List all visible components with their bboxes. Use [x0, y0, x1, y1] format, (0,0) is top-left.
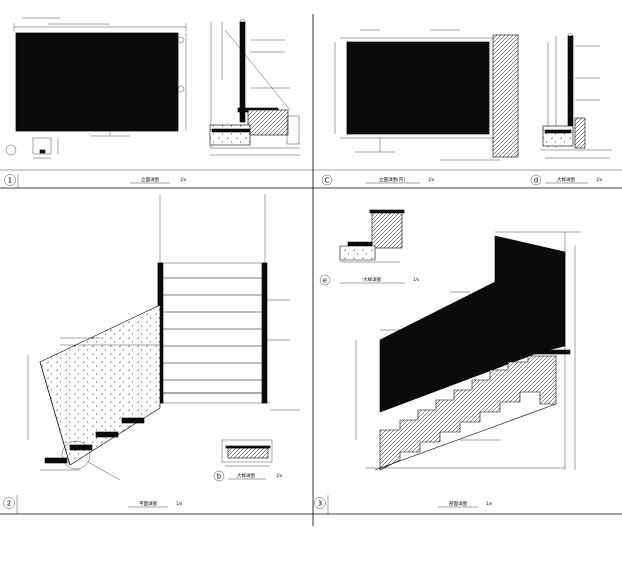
panel-1-number: 1: [8, 177, 12, 185]
detail-callout-circle: [61, 440, 91, 470]
sheet-grid: [0, 14, 622, 526]
detail-c-title: 立面详图(内): [379, 176, 405, 183]
detail-e-letter: e: [323, 277, 327, 285]
detail-e-scale: 1/x: [413, 277, 420, 282]
panel-3-number: 3: [318, 500, 322, 508]
detail-a-marker: [5, 144, 17, 156]
stair-treads: [163, 277, 262, 394]
panel-1-scale: 1/x: [180, 177, 187, 182]
panel-2-number: 2: [7, 500, 11, 508]
panel-c-elevation: C 立面详图(内) 1/x d 大样详图 1/x: [321, 29, 612, 186]
panel-2-scale: 1/x: [176, 501, 183, 506]
detail-c-letter: C: [325, 177, 330, 185]
panel-2-title: 平面详图: [139, 500, 157, 507]
panel-3-section: e 大样详图 1/x 3 剖面详图 1/x: [314, 209, 580, 514]
detail-e-title: 大样详图: [363, 276, 381, 283]
detail-d-scale: 1/x: [596, 177, 603, 182]
panel-1-elevation: 1 立面详图 1/x: [4, 17, 300, 188]
detail-d-title: 大样详图: [557, 176, 575, 183]
panel-1-title: 立面详图: [141, 176, 159, 183]
panel-3-scale: 1/x: [486, 501, 493, 506]
detail-b-title: 大样详图: [237, 472, 255, 479]
detail-b-letter: b: [217, 473, 222, 481]
panel-2-plan: b 大样详图 1/x 2 平面详图 1/x: [3, 194, 300, 514]
detail-b-scale: 1/x: [276, 473, 283, 478]
detail-d-letter: d: [534, 177, 538, 185]
panel-1-marker: [4, 174, 16, 186]
detail-c-scale: 1/x: [428, 177, 435, 182]
panel-3-title: 剖面详图: [449, 500, 467, 507]
